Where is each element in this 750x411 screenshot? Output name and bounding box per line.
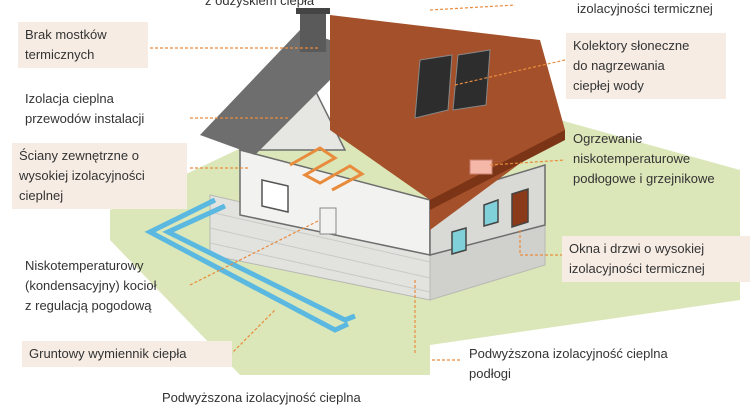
ground-exchanger-pipe-2 xyxy=(162,203,356,323)
floor-heating-coil xyxy=(289,146,365,192)
door xyxy=(511,187,529,229)
label-boiler: Niskotemperaturowy (kondensacyjny) kocio… xyxy=(25,258,157,313)
brown-roof xyxy=(330,15,565,230)
boiler xyxy=(319,207,337,235)
solar-panel-right xyxy=(452,49,491,111)
chimney-cap xyxy=(296,8,330,14)
left-window xyxy=(261,179,289,213)
label-top-left-partial: z odzyskiem ciepła xyxy=(205,0,315,8)
label-floor-insulation: Podwyższona izolacyjność cieplna podłogi xyxy=(469,346,668,381)
solar-panel-left xyxy=(414,54,453,119)
label-heating: Ogrzewanie niskotemperaturowe podłogowe … xyxy=(573,131,715,186)
label-solar-collectors: Kolektory słoneczne do nagrzewania ciepł… xyxy=(566,33,726,99)
label-top-right-partial: izolacyjności termicznej xyxy=(577,1,713,16)
label-thermal-bridges: Brak mostków termicznych xyxy=(18,22,148,68)
label-foundation-insulation: Podwyższona izolacyjność cieplna xyxy=(162,390,361,405)
label-windows-doors: Okna i drzwi o wysokiej izolacyjności te… xyxy=(562,236,750,282)
chimney xyxy=(300,10,326,52)
label-external-walls: Ściany zewnętrzne o wysokiej izolacyjnoś… xyxy=(12,143,187,209)
right-window-1 xyxy=(451,227,467,255)
ground-exchanger-pipe-1 xyxy=(144,197,350,333)
leader-lines xyxy=(140,4,566,361)
radiator xyxy=(469,159,493,175)
label-pipe-insulation: Izolacja cieplna przewodów instalacji xyxy=(25,91,145,126)
gray-roof xyxy=(200,30,360,155)
label-ground-exchanger: Gruntowy wymiennik ciepła xyxy=(22,341,232,367)
foundation-courses xyxy=(209,211,431,293)
roof-edge xyxy=(430,130,565,210)
right-window-2 xyxy=(483,198,499,227)
